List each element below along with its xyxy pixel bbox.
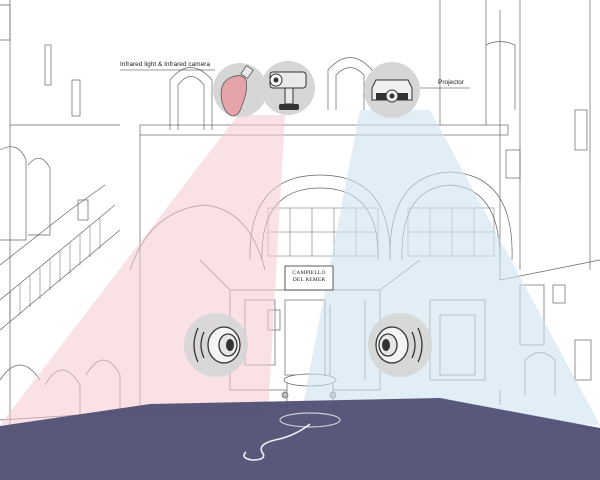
infrared-label: Infrared light & Infrared camera	[120, 61, 210, 68]
sign-line-1: CAMPIELLO	[292, 270, 326, 276]
projector-icon	[364, 62, 420, 118]
floor-light-trail	[243, 423, 311, 461]
infrared-beam	[0, 115, 285, 425]
infrared-camera-icon	[261, 61, 315, 115]
projector-label: Projector	[438, 79, 465, 86]
projector-beam	[300, 110, 600, 425]
speaker-right-icon	[368, 313, 432, 377]
speaker-left-icon	[184, 313, 248, 377]
sign-line-2: DEL REMER	[292, 277, 326, 283]
campiello-sign: CAMPIELLO DEL REMER	[285, 270, 333, 284]
floor-projection	[0, 398, 600, 480]
infrared-light-bulb-icon	[213, 63, 267, 117]
sign-plate	[284, 265, 334, 291]
